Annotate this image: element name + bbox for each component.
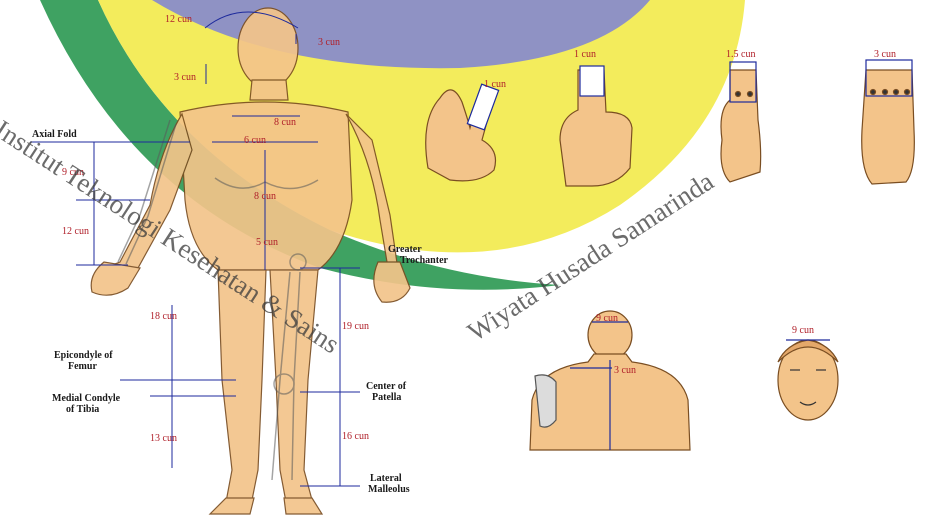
- label-8cun-abdomen: 8 cun: [254, 192, 276, 203]
- label-lateral-malleolus-line1: Lateral: [370, 474, 402, 485]
- label-epicondyle-line2: Femur: [68, 362, 97, 373]
- label-1cun-thumb: 1 cun: [574, 50, 596, 61]
- hand-four-fingers: [862, 60, 915, 184]
- right-foot: [284, 498, 322, 514]
- label-3cun-ear: 3 cun: [318, 38, 340, 49]
- label-9cun-forehead: 9 cun: [792, 326, 814, 337]
- label-9cun-back: 9 cun: [596, 314, 618, 325]
- label-3cun-scapula: 3 cun: [614, 366, 636, 377]
- label-1cun-middle-finger: 1 cun: [484, 80, 506, 91]
- label-13cun-shin: 13 cun: [150, 434, 177, 445]
- label-center-patella-line2: Patella: [372, 393, 401, 404]
- hand-two-fingers: [721, 62, 761, 182]
- head: [238, 8, 298, 88]
- left-foot: [210, 498, 254, 514]
- label-19cun-thigh: 19 cun: [342, 322, 369, 333]
- neck: [250, 80, 288, 100]
- label-center-patella-line1: Center of: [366, 382, 406, 393]
- label-18cun-thigh: 18 cun: [150, 312, 177, 323]
- label-3cun-neck: 3 cun: [174, 73, 196, 84]
- label-lateral-malleolus-line2: Malleolus: [368, 485, 410, 496]
- label-1-5cun-fingers: 1.5 cun: [726, 50, 755, 61]
- label-greater-trochanter-line1: Greater: [388, 245, 422, 256]
- label-8cun-chest: 8 cun: [274, 118, 296, 129]
- label-epicondyle-line1: Epicondyle of: [54, 351, 113, 362]
- back-view-figure: [530, 311, 690, 450]
- label-12cun-forearm: 12 cun: [62, 227, 89, 238]
- label-medial-condyle-line1: Medial Condyle: [52, 394, 120, 405]
- label-3cun-fingers: 3 cun: [874, 50, 896, 61]
- label-medial-condyle-line2: of Tibia: [66, 405, 99, 416]
- label-12cun-head: 12 cun: [165, 15, 192, 26]
- label-16cun-shin: 16 cun: [342, 432, 369, 443]
- left-hand: [91, 262, 140, 295]
- label-5cun-abdomen: 5 cun: [256, 238, 278, 249]
- face-figure: [778, 340, 838, 420]
- label-greater-trochanter-line2: Trochanter: [400, 256, 448, 267]
- label-6cun-nipples: 6 cun: [244, 136, 266, 147]
